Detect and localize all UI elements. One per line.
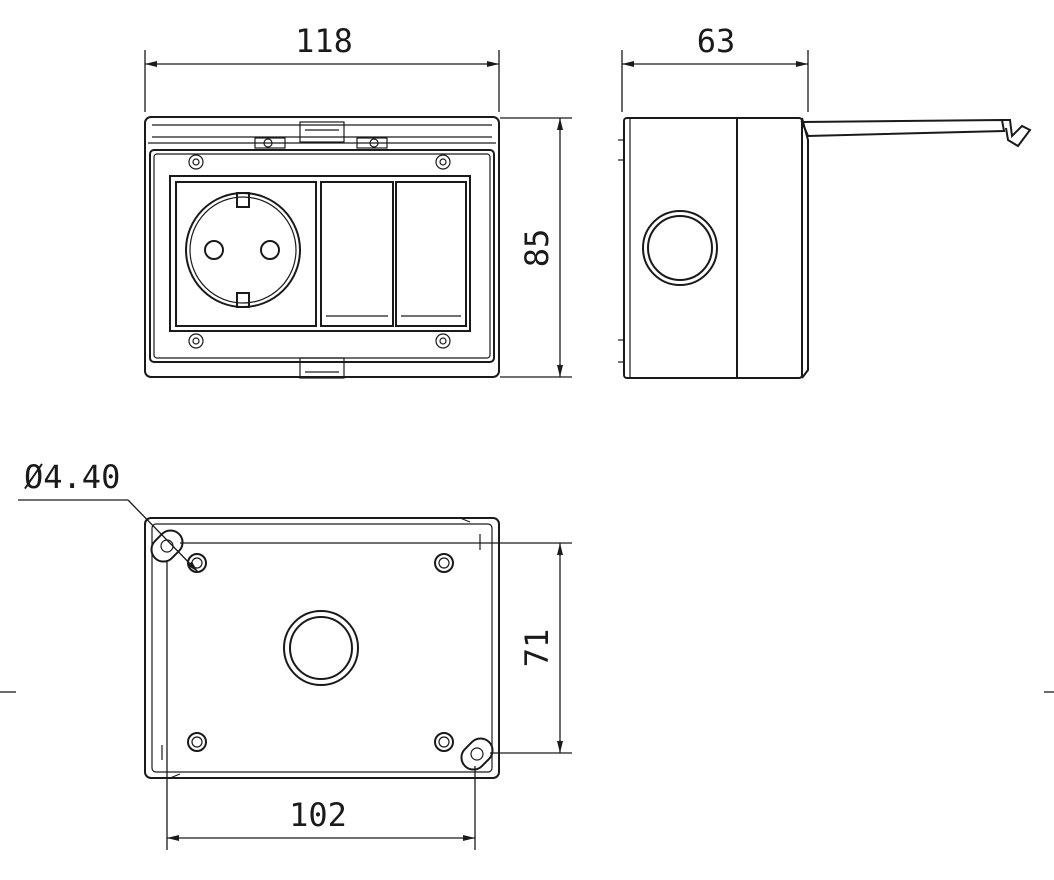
dim-hole-diameter: Ø4.40 [18,458,199,573]
front-latch [299,357,345,379]
dim-label-front-width: 118 [295,22,353,60]
blank-modules [320,181,467,327]
dim-front-width: 118 [144,22,500,112]
front-inner-frame [149,149,495,363]
dim-label-mount-vertical: 71 [518,629,556,668]
socket-earth-top [236,192,250,208]
dim-front-height: 85 [500,117,572,378]
side-body-outline [623,117,803,379]
dim-label-hole-diameter: Ø4.40 [24,458,120,496]
hinge-center [299,121,345,143]
socket-pin-left [204,240,224,260]
dim-side-depth: 63 [621,22,809,112]
hinge-right [356,137,388,149]
side-knockout-outer [642,210,718,286]
socket-plate [175,181,317,327]
schuko-socket [175,181,317,327]
dim-mount-horizontal: 102 [166,560,476,850]
dim-label-mount-horizontal: 102 [289,796,347,834]
front-housing-outline [144,116,500,378]
side-lid-hook [1002,119,1032,148]
hinge-left-pin [263,138,273,148]
dim-label-side-depth: 63 [697,22,736,60]
front-view [144,116,500,379]
hinge-right-pin [369,138,379,148]
socket-pin-right [260,240,280,260]
socket-earth-bottom [236,292,250,308]
dim-label-front-height: 85 [518,229,556,268]
back-view [144,517,500,779]
hinge-left [254,137,286,149]
back-knockout-inner [289,616,353,680]
front-screws [188,154,451,349]
keyhole-slot-bottom-right [460,737,494,771]
side-view [618,117,1032,379]
side-knockout-inner [647,215,713,281]
back-knockout-outer [283,610,359,686]
side-lid-open [800,118,1006,138]
dim-mount-vertical: 71 [180,542,572,754]
mounting-holes [187,553,454,752]
back-housing-outline [144,517,500,779]
socket-recess [185,192,301,308]
module-area [169,175,471,332]
